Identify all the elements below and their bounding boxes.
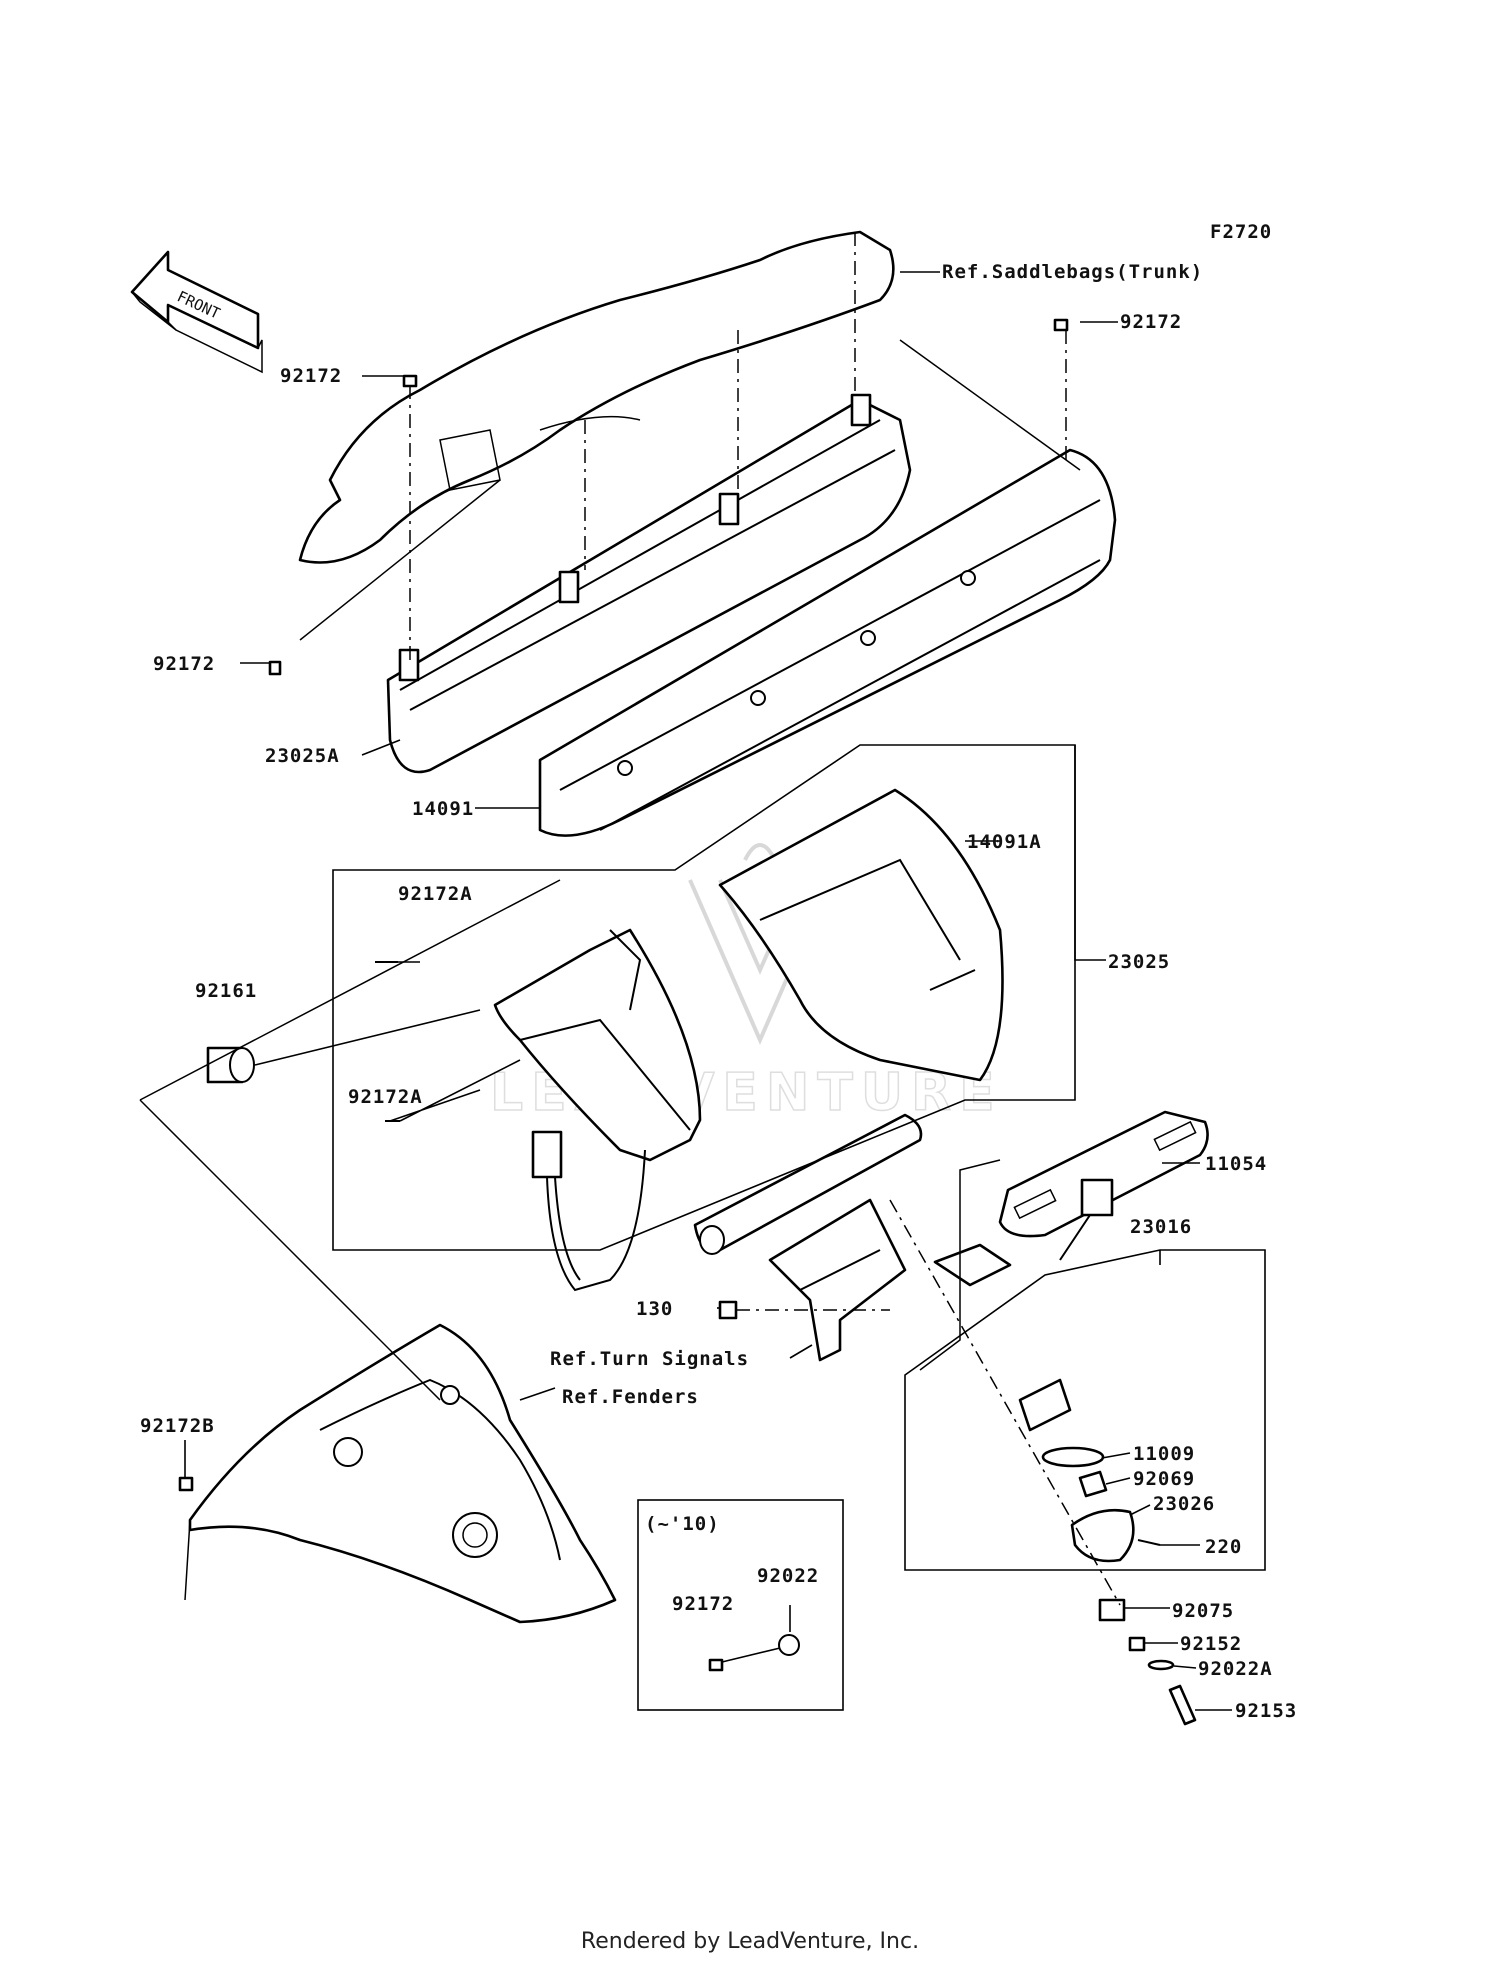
part-label-92172-top-right: 92172 <box>1120 311 1182 333</box>
part-label-92172-inset: 92172 <box>672 1593 734 1615</box>
tail-lamp-unit <box>493 928 702 1292</box>
flange-nut-130 <box>718 1300 738 1320</box>
part-label-92022A: 92022A <box>1198 1658 1273 1680</box>
inner-lens <box>718 788 1004 1082</box>
diagram-code: F2720 <box>1210 221 1272 243</box>
part-label-92172-left: 92172 <box>153 653 215 675</box>
part-label-92152: 92152 <box>1180 1633 1242 1655</box>
part-labels: F2720 Ref.Saddlebags(Trunk) 92172 92172 … <box>140 221 1297 1722</box>
rear-fender <box>184 1323 617 1624</box>
part-label-92022-inset: 92022 <box>757 1565 819 1587</box>
part-label-92153: 92153 <box>1235 1700 1297 1722</box>
part-label-92172B: 92172B <box>140 1415 215 1437</box>
footer-credit: Rendered by LeadVenture, Inc. <box>581 1929 919 1954</box>
part-label-23025: 23025 <box>1108 951 1170 973</box>
part-label-92172A-lower: 92172A <box>348 1086 423 1108</box>
part-label-14091: 14091 <box>412 798 474 820</box>
part-label-23016: 23016 <box>1130 1216 1192 1238</box>
inset-note: (~'10) <box>645 1513 720 1535</box>
part-label-11054: 11054 <box>1205 1153 1267 1175</box>
part-label-92172-top-left: 92172 <box>280 365 342 387</box>
tail-light-lens <box>538 448 1117 837</box>
group-box-23016 <box>904 1249 1266 1571</box>
license-bracket-11054 <box>998 1110 1209 1238</box>
part-label-92075: 92075 <box>1172 1600 1234 1622</box>
grommet-92161 <box>206 1046 255 1084</box>
group-box-23025 <box>332 744 1076 1251</box>
part-label-11009: 11009 <box>1133 1443 1195 1465</box>
ref-saddlebags-label: Ref.Saddlebags(Trunk) <box>942 261 1203 283</box>
part-label-92069: 92069 <box>1133 1468 1195 1490</box>
ref-fenders-label: Ref.Fenders <box>562 1386 699 1408</box>
front-arrow-icon: FRONT <box>130 250 263 374</box>
inset-box <box>637 1499 844 1711</box>
part-label-23025A: 23025A <box>265 745 340 767</box>
part-label-14091A: 14091A <box>967 831 1042 853</box>
part-label-92172A-upper: 92172A <box>398 883 473 905</box>
hardware-stack <box>1098 1598 1197 1726</box>
tail-light-housing <box>386 393 912 774</box>
license-plate-bracket <box>693 1113 923 1362</box>
part-label-23026: 23026 <box>1153 1493 1215 1515</box>
part-label-130: 130 <box>636 1298 673 1320</box>
group-boxes <box>332 744 1266 1711</box>
part-label-92161: 92161 <box>195 980 257 1002</box>
license-lamp-assembly <box>933 1178 1161 1563</box>
part-label-220: 220 <box>1205 1536 1242 1558</box>
leader-lines <box>139 232 1232 1711</box>
ref-turn-signals-label: Ref.Turn Signals <box>550 1348 749 1370</box>
